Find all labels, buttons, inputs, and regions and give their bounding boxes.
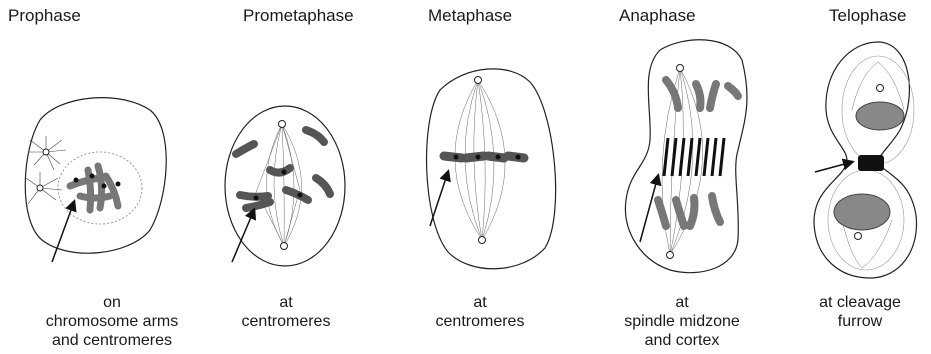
prometaphase-cell — [225, 106, 345, 266]
caption-line: at cleavage — [760, 293, 931, 312]
caption-prophase: on chromosome arms and centromeres — [12, 293, 212, 350]
telophase-cell — [814, 42, 917, 278]
caption-line: at — [582, 293, 782, 312]
caption-line: and centromeres — [12, 331, 212, 350]
caption-line: spindle midzone — [582, 312, 782, 331]
caption-line: centromeres — [380, 312, 580, 331]
telophase-chromatin-bottom — [834, 194, 890, 230]
caption-line: on — [12, 293, 212, 312]
caption-line: chromosome arms — [12, 312, 212, 331]
caption-line: and cortex — [582, 331, 782, 350]
metaphase-cell — [427, 69, 556, 269]
caption-metaphase: at centromeres — [380, 293, 580, 331]
caption-line: at — [186, 293, 386, 312]
prophase-cell — [25, 98, 166, 262]
caption-prometaphase: at centromeres — [186, 293, 386, 331]
telophase-chromatin-top — [856, 102, 904, 130]
caption-line: centromeres — [186, 312, 386, 331]
anaphase-cell — [625, 40, 747, 273]
caption-line: at — [380, 293, 580, 312]
caption-anaphase: at spindle midzone and cortex — [582, 293, 782, 350]
caption-line: furrow — [760, 312, 931, 331]
telophase-cleavage-furrow — [858, 155, 884, 171]
caption-telophase: at cleavage furrow — [760, 293, 931, 331]
